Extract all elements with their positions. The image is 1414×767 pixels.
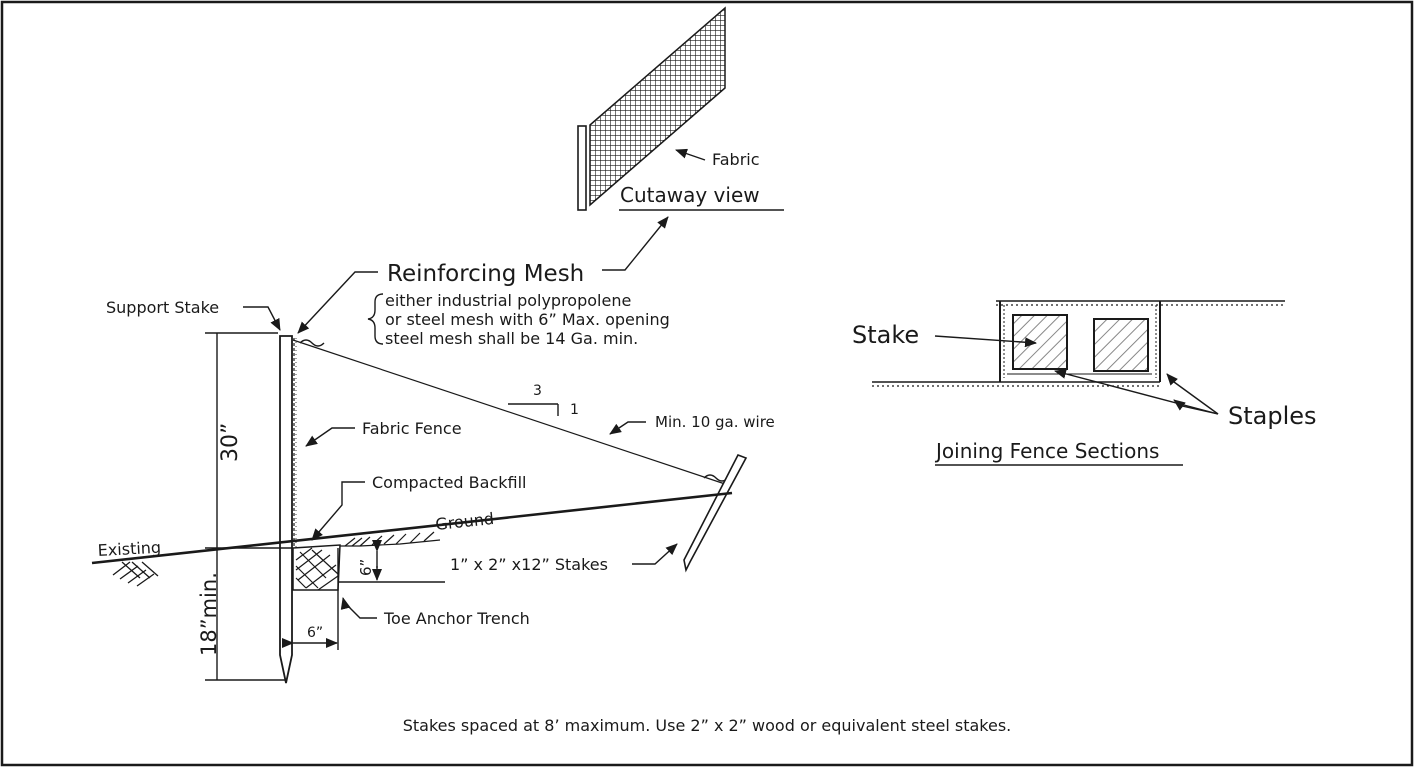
stakes-1x2-label: 1” x 2” x12” Stakes bbox=[450, 555, 608, 574]
slope-rise-label: 1 bbox=[570, 402, 579, 418]
compacted-backfill-leader bbox=[311, 481, 365, 541]
stakes-1x2-leader bbox=[632, 543, 678, 565]
anchor-stake bbox=[683, 454, 748, 573]
compacted-backfill-label: Compacted Backfill bbox=[372, 473, 526, 492]
fabric-mesh-panel bbox=[589, 6, 726, 207]
mesh-note-line-3: steel mesh shall be 14 Ga. min. bbox=[385, 329, 638, 348]
staples-leader-3a bbox=[1181, 405, 1219, 415]
mesh-note-line-1: either industrial polypropolene bbox=[385, 291, 631, 310]
existing-label: Existing bbox=[97, 538, 161, 560]
support-wire bbox=[292, 339, 729, 486]
footnote: Stakes spaced at 8’ maximum. Use 2” x 2”… bbox=[403, 716, 1012, 735]
cutaway-view-title: Cutaway view bbox=[620, 183, 760, 207]
existing-ground-hatch bbox=[112, 561, 159, 587]
support-stake bbox=[279, 335, 293, 684]
reinforcing-mesh-to-cutaway-leader bbox=[602, 216, 669, 271]
dim-6-vertical-label: 6” bbox=[357, 559, 375, 576]
support-stake-label: Support Stake bbox=[106, 298, 219, 317]
cutaway-view: Fabric Cutaway view bbox=[577, 6, 784, 211]
slope-run-label: 3 bbox=[533, 383, 542, 399]
dim-18-label: 18”min. bbox=[197, 572, 221, 656]
toe-anchor-trench-leader bbox=[340, 597, 377, 619]
fabric-leader bbox=[675, 148, 706, 161]
staples-leader-3b bbox=[1173, 399, 1186, 411]
joining-fence-sections: Stake Staples Joining Fence Sections bbox=[852, 300, 1317, 466]
mesh-note-brace bbox=[367, 293, 384, 345]
staples-label: Staples bbox=[1228, 402, 1317, 430]
fabric-fence-label: Fabric Fence bbox=[362, 419, 462, 438]
stake-section-2 bbox=[1093, 318, 1149, 372]
wire-tie-top bbox=[299, 339, 325, 347]
cutaway-post bbox=[577, 125, 587, 211]
dim-30-label: 30” bbox=[218, 423, 243, 462]
support-stake-leader bbox=[243, 306, 281, 331]
dim-6-horizontal-label: 6” bbox=[307, 625, 323, 641]
mesh-note-line-2: or steel mesh with 6” Max. opening bbox=[385, 310, 670, 329]
fabric-fence-leader bbox=[305, 427, 355, 447]
ground-label: Ground bbox=[434, 509, 495, 534]
stake-leader bbox=[934, 335, 1037, 348]
section-view: 30” 18”min. 6” 6” 3 1 Support Stake Rein… bbox=[91, 216, 775, 684]
fabric-label: Fabric bbox=[712, 150, 760, 169]
joining-fence-sections-title: Joining Fence Sections bbox=[934, 439, 1159, 463]
ground-line bbox=[91, 491, 733, 565]
staples-leader-2b bbox=[1166, 373, 1179, 386]
min-wire-leader bbox=[609, 421, 646, 435]
min-wire-label: Min. 10 ga. wire bbox=[655, 413, 775, 431]
stake-label: Stake bbox=[852, 321, 919, 349]
toe-anchor-trench-label: Toe Anchor Trench bbox=[383, 609, 530, 628]
backfill-hatch bbox=[295, 547, 339, 591]
reinforcing-mesh-leader bbox=[297, 271, 378, 334]
staples-leader-1 bbox=[1054, 368, 1219, 415]
staples-leader-2a bbox=[1173, 381, 1219, 415]
reinforcing-mesh-label: Reinforcing Mesh bbox=[387, 261, 584, 287]
